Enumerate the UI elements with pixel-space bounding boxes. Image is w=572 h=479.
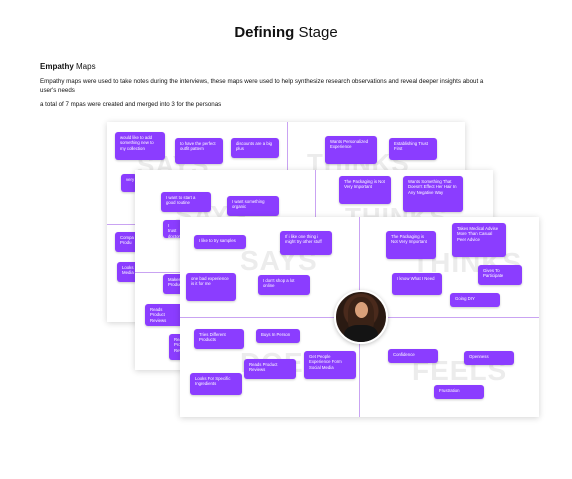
thinks-note: Gives To Participate: [478, 265, 522, 285]
says-note: If i like one thing i might try other st…: [280, 231, 332, 255]
sticky-note: Reads Product Reviews: [145, 304, 183, 326]
sticky-note: would like to add something new to my co…: [115, 132, 165, 160]
sticky-note: Wants Something That Doesn't Effect Her …: [403, 176, 463, 212]
section-heading: Empathy Maps: [40, 62, 96, 71]
sticky-note: to have the perfect outfit pattern: [175, 138, 223, 164]
says-note: one bad experience is it for me: [186, 273, 236, 301]
sticky-note: I want something organic: [227, 196, 279, 216]
feels-note: Openness: [464, 351, 514, 365]
thinks-note: Going DIY: [450, 293, 500, 307]
feels-note: Frustration: [434, 385, 484, 399]
does-note: Buys In Person: [256, 329, 300, 343]
persona-avatar: [334, 290, 388, 344]
thinks-note: The Packaging is Not Very Important: [386, 231, 436, 259]
thinks-note: Takes Medical Advise More Than Casual Pe…: [452, 223, 506, 257]
sticky-note: I want to start a good routine: [161, 192, 211, 212]
sticky-note: very: [121, 174, 137, 192]
sticky-note: Establishing Trust First: [389, 138, 437, 160]
does-note: Looks For Specific Ingredients: [190, 373, 242, 395]
page-title: Defining Stage: [0, 24, 572, 41]
section-bold: Empathy: [40, 62, 74, 71]
title-bold: Defining: [234, 24, 295, 41]
sticky-note: discounts are a big plus: [231, 138, 279, 158]
thinks-note: I know What I Need: [392, 273, 442, 295]
feels-note: Confidence: [388, 349, 438, 363]
sticky-note: The Packaging is Not Very Important: [339, 176, 391, 204]
sticky-note: Compa Produ: [115, 232, 139, 252]
does-note: Get People Experience Form Social Media: [304, 351, 356, 379]
sticky-note: Wants Personalized Experience: [325, 136, 377, 164]
title-rest: Stage: [294, 24, 338, 41]
description-text: Empathy maps were used to take notes dur…: [40, 78, 484, 94]
summary-text: a total of 7 mpas were created and merge…: [40, 101, 222, 108]
sticky-note: Makes Product: [163, 274, 185, 294]
says-note: I like to try samples: [194, 235, 246, 249]
does-note: Tries Different Products: [194, 329, 244, 349]
section-rest: Maps: [73, 62, 96, 71]
sticky-note: I trust doctors: [163, 220, 183, 239]
does-note: Reads Product Reviews: [244, 359, 296, 379]
says-note: I don't shop a lot online: [258, 275, 310, 295]
